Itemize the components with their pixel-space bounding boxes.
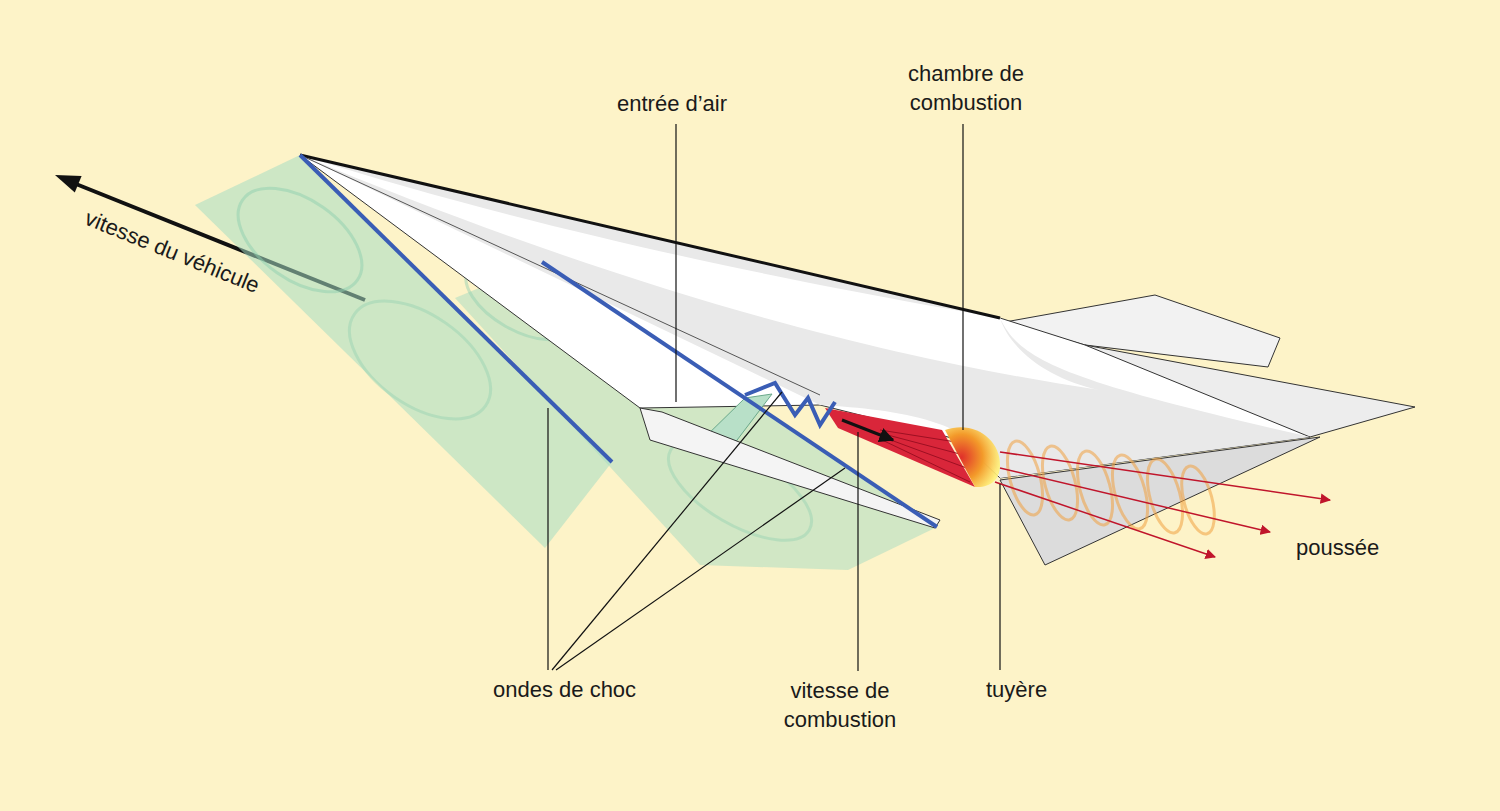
swirl bbox=[1175, 463, 1220, 538]
leader-line bbox=[857, 432, 858, 671]
inlet-shock-zigzag bbox=[745, 383, 835, 425]
swirl bbox=[1106, 451, 1155, 532]
shock-ripple bbox=[329, 277, 512, 442]
thrust-arrow bbox=[995, 482, 1215, 557]
callout-label: vitesse de combustion bbox=[775, 677, 905, 734]
callout-label: tuyère bbox=[986, 676, 1047, 705]
leader-line bbox=[556, 468, 845, 670]
callout-label: ondes de choc bbox=[493, 676, 636, 705]
leader-line bbox=[962, 124, 963, 430]
leader-line bbox=[999, 484, 1000, 670]
shock-line bbox=[300, 155, 612, 462]
exhaust-swirl bbox=[1001, 437, 1221, 537]
thrust-arrow bbox=[1000, 468, 1270, 532]
fuselage-shading bbox=[300, 155, 1310, 478]
callout-label: poussée bbox=[1296, 534, 1379, 563]
callout-label: chambre de combustion bbox=[901, 60, 1031, 117]
leader-lines bbox=[548, 124, 1000, 671]
leader-line bbox=[552, 392, 782, 670]
thrust-arrow bbox=[1000, 452, 1330, 500]
top-edge bbox=[300, 155, 1000, 318]
flame bbox=[945, 427, 1000, 487]
combustion-speed-arrow bbox=[842, 420, 893, 440]
fuselage bbox=[300, 155, 1310, 478]
velocity-arrowhead bbox=[55, 175, 82, 193]
callout-label: entrée d’air bbox=[617, 90, 727, 119]
leader-line bbox=[675, 124, 676, 402]
leader-line bbox=[547, 408, 548, 670]
callout-label: vitesse du véhicule bbox=[80, 204, 263, 300]
combustion-chamber bbox=[825, 408, 975, 487]
shock-line bbox=[542, 262, 937, 527]
